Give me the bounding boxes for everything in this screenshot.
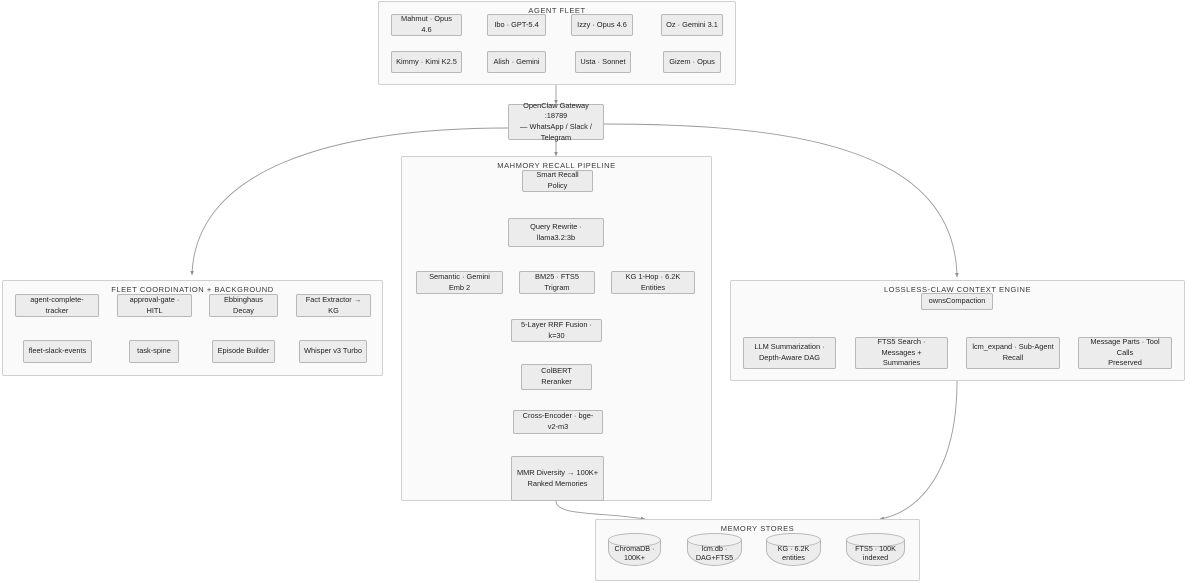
fleet-node-episode-builder[interactable]: Episode Builder [212,340,275,363]
stage-colbert-reranker[interactable]: ColBERT Reranker [521,364,592,390]
retriever-semantic[interactable]: Semantic · Gemini Emb 2 [416,271,503,294]
stage-rrf-fusion[interactable]: 5-Layer RRF Fusion · k=30 [511,319,602,342]
fleet-node-ebbinghaus-decay[interactable]: Ebbinghaus Decay [209,294,278,317]
panel-title-agent-fleet: AGENT FLEET [528,6,586,15]
retriever-bm25[interactable]: BM25 · FTS5 Trigram [519,271,595,294]
memory-store-chromadb[interactable]: ChromaDB · 100K+ [608,533,661,566]
fleet-node-agent-complete-tracker[interactable]: agent-complete-tracker [15,294,99,317]
context-node-llm-summarization[interactable]: LLM Summarization · Depth-Aware DAG [743,337,836,369]
context-root-owns-compaction[interactable]: ownsCompaction [921,293,993,310]
memory-store-label: ChromaDB · 100K+ [614,543,655,562]
panel-title-recall-pipeline: MAHMORY RECALL PIPELINE [497,161,616,170]
fleet-node-fleet-slack-events[interactable]: fleet-slack-events [23,340,92,363]
memory-store-label: FTS5 · 100K indexed [855,543,896,562]
agent-node-ibo[interactable]: Ibo · GPT-5.4 [487,14,546,36]
stage-smart-recall-policy[interactable]: Smart Recall Policy [522,170,593,192]
agent-node-mahmut[interactable]: Mahmut · Opus 4.6 [391,14,462,36]
memory-store-label: lcm.db · DAG+FTS5 [695,543,734,562]
panel-title-context-engine: LOSSLESS-CLAW CONTEXT ENGINE [883,285,1032,294]
fleet-node-whisper-v3-turbo[interactable]: Whisper v3 Turbo [299,340,367,363]
memory-store-kg[interactable]: KG · 6.2K entities [766,533,821,566]
fleet-node-fact-extractor[interactable]: Fact Extractor → KG [296,294,371,317]
cylinder-top-icon [687,533,742,547]
panel-title-memory-stores: MEMORY STORES [720,524,795,533]
context-node-message-parts[interactable]: Message Parts · Tool Calls Preserved [1078,337,1172,369]
cylinder-top-icon [766,533,821,547]
agent-node-oz[interactable]: Oz · Gemini 3.1 [661,14,723,36]
agent-node-izzy[interactable]: Izzy · Opus 4.6 [571,14,633,36]
agent-node-gizem[interactable]: Gizem · Opus [663,51,721,73]
cylinder-top-icon [846,533,905,547]
fleet-node-approval-gate[interactable]: approval-gate · HITL [117,294,192,317]
agent-node-kimmy[interactable]: Kimmy · Kimi K2.5 [391,51,462,73]
gateway-node[interactable]: OpenClaw Gateway :18789 — WhatsApp / Sla… [508,101,604,142]
cylinder-top-icon [608,533,661,547]
panel-title-fleet-coordination: FLEET COORDINATION + BACKGROUND [111,285,274,294]
retriever-kg-1hop[interactable]: KG 1-Hop · 6.2K Entities [611,271,695,294]
context-node-lcm-expand[interactable]: lcm_expand · Sub-Agent Recall [966,337,1060,369]
agent-node-alish[interactable]: Alish · Gemini [487,51,546,73]
stage-cross-encoder[interactable]: Cross-Encoder · bge-v2-m3 [513,410,603,434]
stage-query-rewrite[interactable]: Query Rewrite · llama3.2:3b [508,218,604,247]
context-node-fts5-search[interactable]: FTS5 Search · Messages + Summaries [855,337,948,369]
memory-store-fts5[interactable]: FTS5 · 100K indexed [846,533,905,566]
memory-store-label: KG · 6.2K entities [777,543,810,562]
fleet-node-task-spine[interactable]: task-spine [129,340,179,363]
agent-node-usta[interactable]: Usta · Sonnet [575,51,631,73]
stage-mmr-diversity[interactable]: MMR Diversity → 100K+ Ranked Memories [511,456,604,501]
memory-store-lcm-db[interactable]: lcm.db · DAG+FTS5 [687,533,742,566]
